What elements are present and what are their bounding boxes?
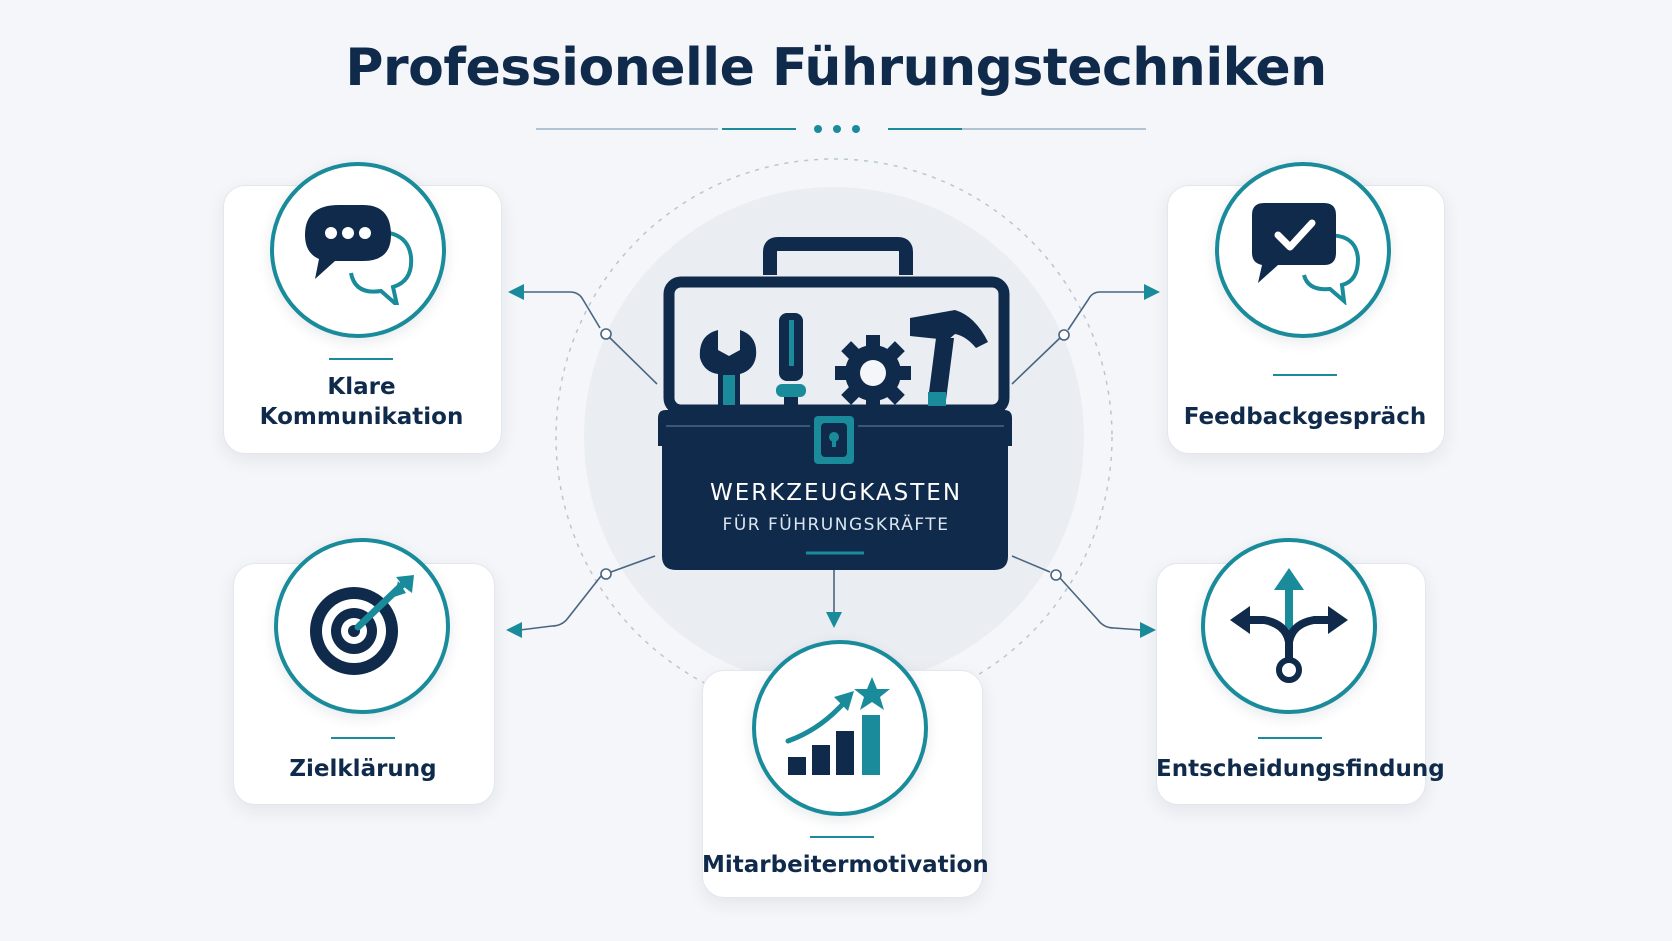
divider — [329, 358, 393, 360]
lock-icon — [810, 412, 858, 468]
screwdriver-icon — [776, 313, 806, 407]
target-arrow-icon — [310, 575, 414, 675]
connector-ziel — [519, 555, 656, 631]
card-label-entscheidung: Entscheidungsfindung — [1156, 756, 1445, 782]
hammer-icon — [910, 310, 988, 406]
card-label-kommunikation: Klare Kommunikation — [259, 374, 464, 430]
divider — [1273, 374, 1337, 376]
card-label-feedback: Feedbackgespräch — [1183, 404, 1427, 430]
connector-kommunikation — [520, 291, 658, 385]
connector-entscheidung — [1011, 555, 1143, 631]
speech-bubbles-icon — [305, 205, 414, 305]
wrench-icon — [699, 330, 757, 405]
icon-ring-kommunikation — [270, 162, 446, 338]
connector-motivation — [826, 570, 842, 628]
gear-icon — [835, 335, 911, 411]
connector-feedback — [1011, 291, 1146, 385]
divider — [1258, 737, 1322, 739]
icon-ring-feedback — [1215, 162, 1391, 338]
card-label-motivation: Mitarbeitermotivation — [702, 852, 989, 878]
icon-ring-entscheidung — [1201, 538, 1377, 714]
page-title: Professionelle Führungstechniken — [345, 38, 1327, 98]
decision-arrows-icon — [1230, 568, 1348, 683]
dashed-orbit — [555, 158, 1113, 716]
icon-ring-motivation — [752, 640, 928, 816]
title-divider — [536, 125, 1146, 133]
divider — [810, 836, 874, 838]
card-label-ziel: Zielklärung — [289, 756, 437, 782]
toolbox-title: WERKZEUGKASTEN — [709, 480, 963, 506]
check-speech-bubble-icon — [1252, 203, 1361, 305]
divider — [331, 737, 395, 739]
toolbox-subtitle: FÜR FÜHRUNGSKRÄFTE — [722, 515, 950, 535]
icon-ring-ziel — [274, 538, 450, 714]
growth-chart-star-icon — [785, 677, 890, 775]
